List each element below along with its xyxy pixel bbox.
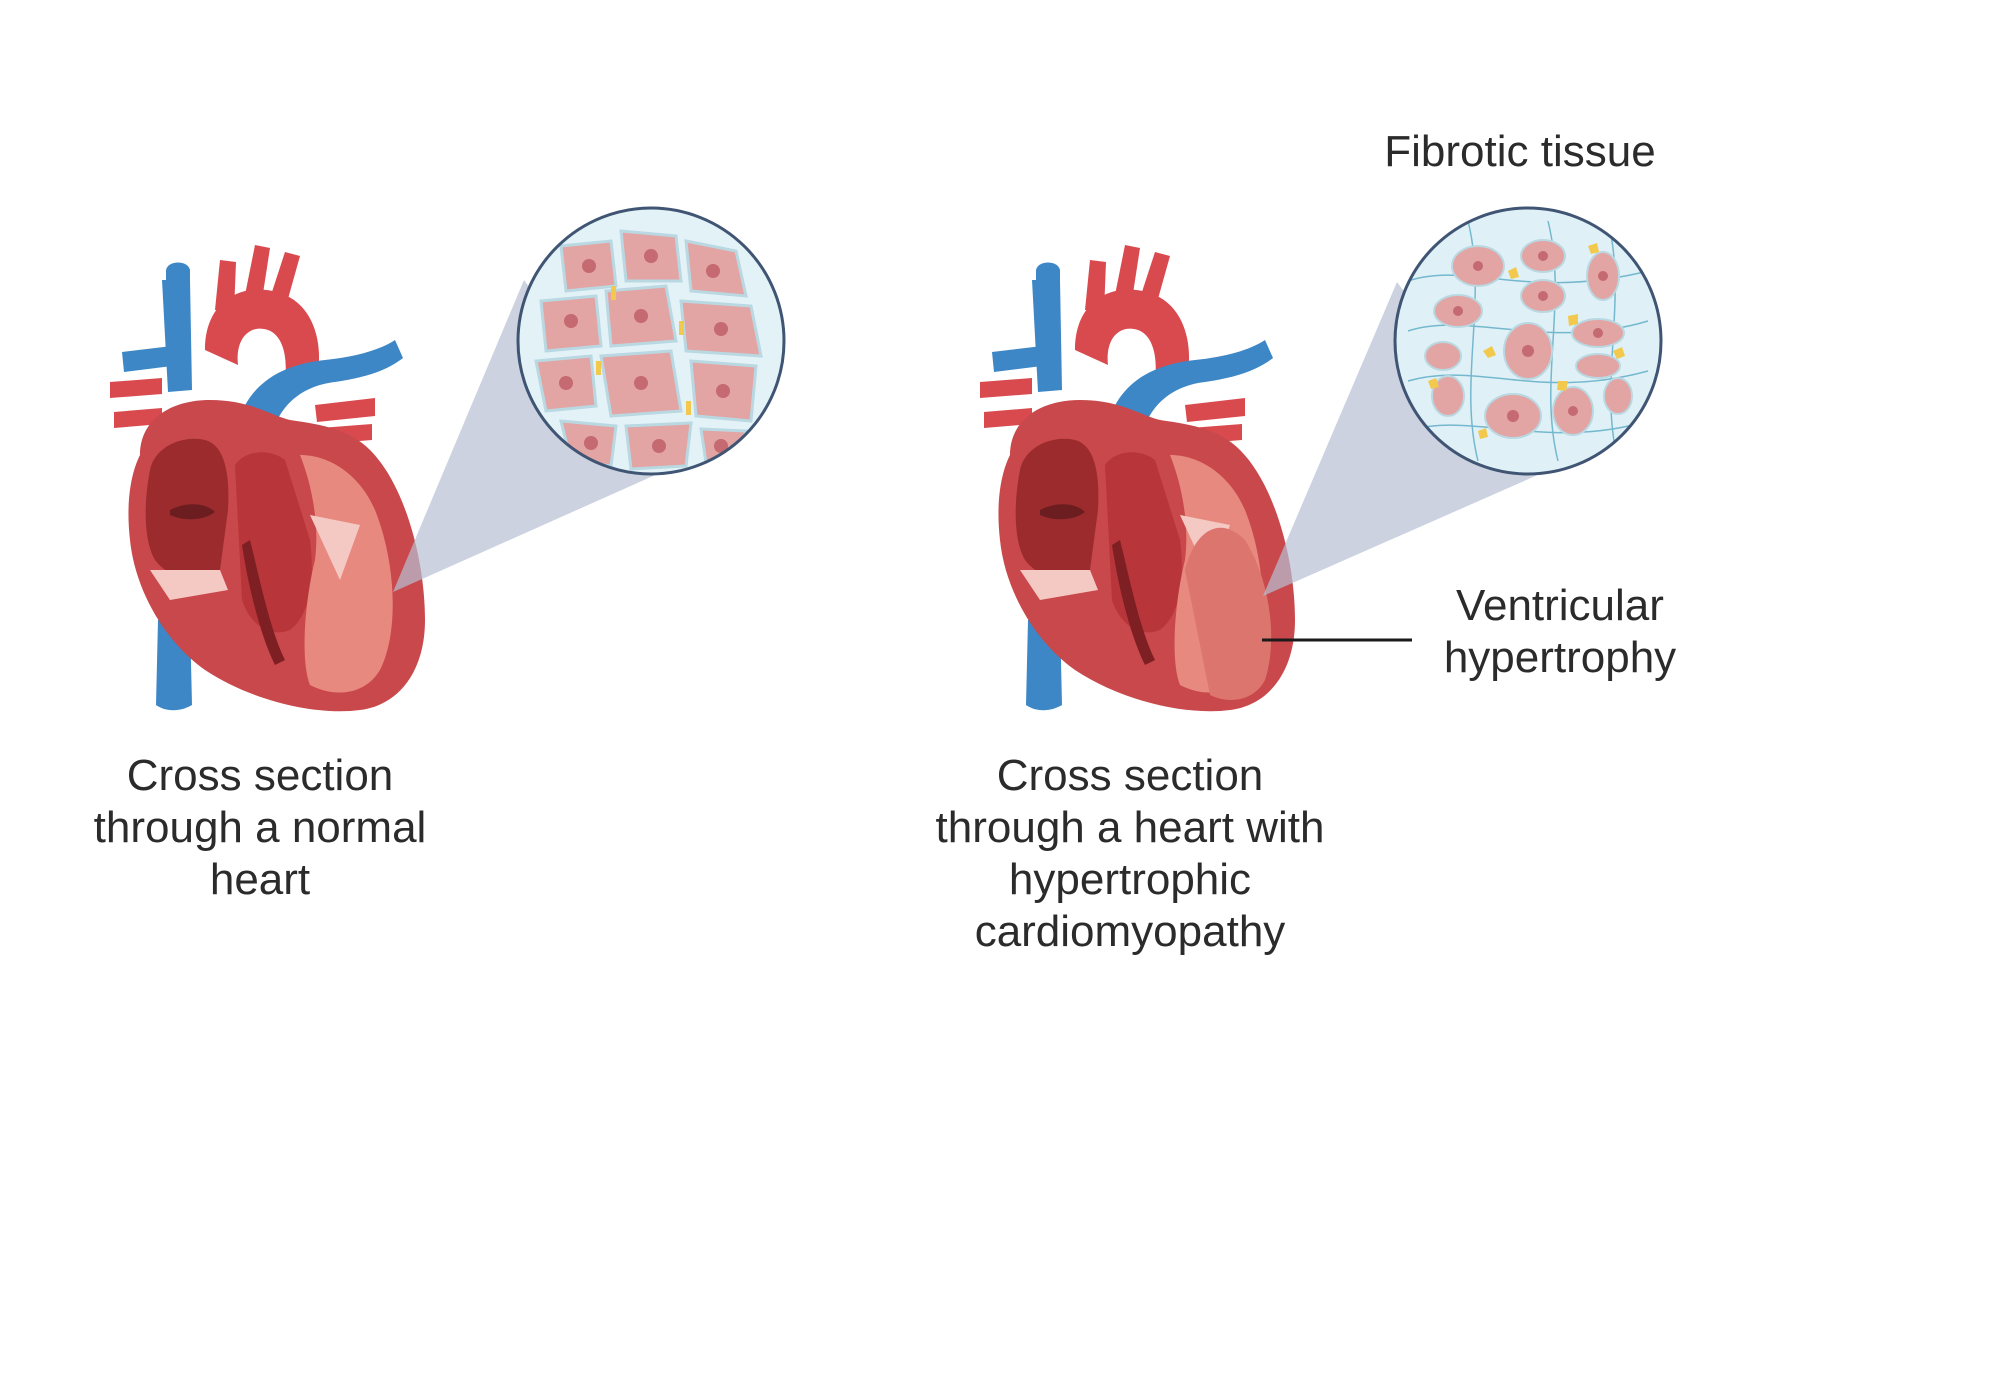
fibrotic-tissue-label: Fibrotic tissue: [1384, 127, 1656, 176]
hcm-zoom-cone: [1263, 282, 1540, 596]
fibrotic-tissue-circle: [1393, 206, 1663, 476]
normal-zoom-cone: [393, 280, 662, 592]
normal-tissue-circle: [516, 206, 786, 476]
hcm-heart-illustration: [980, 245, 1295, 712]
hcm-heart-caption: Cross section through a heart with hyper…: [935, 751, 1325, 956]
normal-heart-caption: Cross section through a normal heart: [93, 751, 427, 904]
normal-heart-illustration: [110, 245, 425, 712]
ventricular-hypertrophy-label: Ventricular hypertrophy: [1443, 581, 1677, 682]
